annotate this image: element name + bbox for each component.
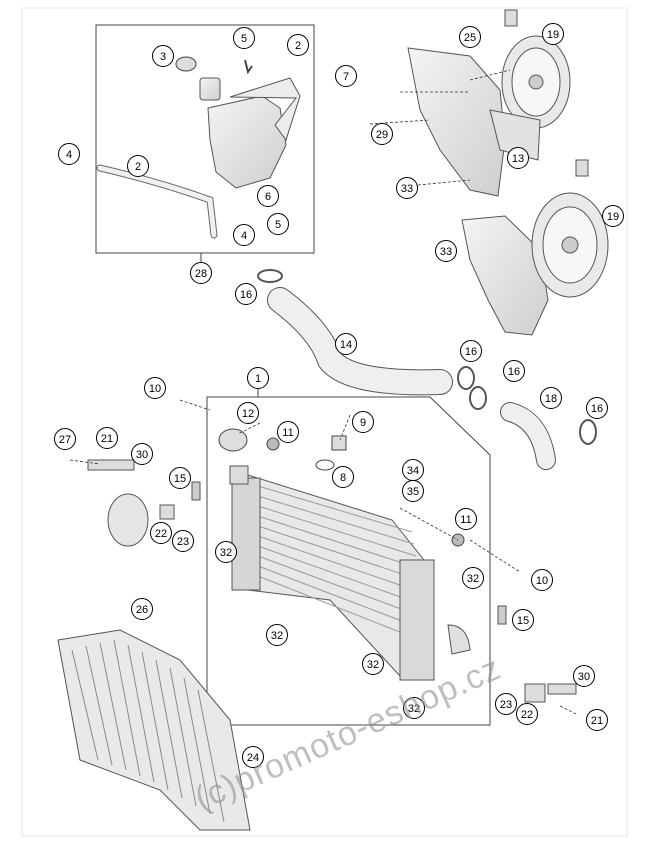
callout-13: 13 <box>507 147 529 169</box>
fan-bracket <box>489 109 541 161</box>
callout-23: 23 <box>172 530 194 552</box>
callout-16: 16 <box>460 340 482 362</box>
hose-clamp <box>257 269 283 283</box>
callout-11: 11 <box>277 421 299 443</box>
callout-11: 11 <box>455 508 477 530</box>
callout-16: 16 <box>235 283 257 305</box>
callout-22: 22 <box>516 703 538 725</box>
callout-33: 33 <box>435 240 457 262</box>
callout-16: 16 <box>503 360 525 382</box>
callout-25: 25 <box>459 26 481 48</box>
callout-10: 10 <box>144 377 166 399</box>
callout-32: 32 <box>215 541 237 563</box>
callout-7: 7 <box>335 65 357 87</box>
callout-32: 32 <box>362 653 384 675</box>
callout-28: 28 <box>190 262 212 284</box>
callout-33: 33 <box>396 177 418 199</box>
callout-29: 29 <box>371 123 393 145</box>
radiator-cap <box>218 428 248 452</box>
fan-shroud-upper <box>407 47 506 197</box>
callout-24: 24 <box>242 746 264 768</box>
callout-30: 30 <box>573 665 595 687</box>
radiator-grille <box>57 629 251 831</box>
callout-2: 2 <box>127 155 149 177</box>
vent-hose <box>96 164 218 239</box>
callout-19: 19 <box>542 23 564 45</box>
callout-2: 2 <box>287 34 309 56</box>
callout-19: 19 <box>602 205 624 227</box>
callout-22: 22 <box>150 522 172 544</box>
fan-shroud-lower <box>461 215 549 336</box>
callout-9: 9 <box>352 411 374 433</box>
callout-21: 21 <box>586 709 608 731</box>
radiator-group-frame <box>206 396 491 726</box>
callout-4: 4 <box>58 143 80 165</box>
callout-14: 14 <box>335 333 357 355</box>
tank-group-frame <box>95 24 315 254</box>
callout-26: 26 <box>131 598 153 620</box>
callout-30: 30 <box>131 443 153 465</box>
radiator-fan-upper <box>501 9 571 129</box>
callout-27: 27 <box>54 428 76 450</box>
callout-34: 34 <box>402 459 424 481</box>
radiator <box>229 465 471 681</box>
expansion-tank <box>199 77 301 189</box>
callout-12: 12 <box>237 402 259 424</box>
cooling-sensor-left <box>87 459 175 547</box>
callout-32: 32 <box>403 697 425 719</box>
callout-4: 4 <box>233 224 255 246</box>
callout-23: 23 <box>495 693 517 715</box>
callout-21: 21 <box>96 427 118 449</box>
callout-32: 32 <box>266 624 288 646</box>
callout-35: 35 <box>402 480 424 502</box>
callout-6: 6 <box>257 185 279 207</box>
callout-5: 5 <box>267 213 289 235</box>
radiator-fan-lower <box>531 159 609 298</box>
callout-10: 10 <box>531 569 553 591</box>
callout-8: 8 <box>332 466 354 488</box>
callout-1: 1 <box>247 367 269 389</box>
cooling-sensor-right <box>524 683 577 703</box>
callout-15: 15 <box>169 467 191 489</box>
callout-3: 3 <box>152 45 174 67</box>
callout-15: 15 <box>512 609 534 631</box>
callout-16: 16 <box>586 397 608 419</box>
callout-18: 18 <box>540 387 562 409</box>
callout-32: 32 <box>462 567 484 589</box>
callout-5: 5 <box>233 27 255 49</box>
